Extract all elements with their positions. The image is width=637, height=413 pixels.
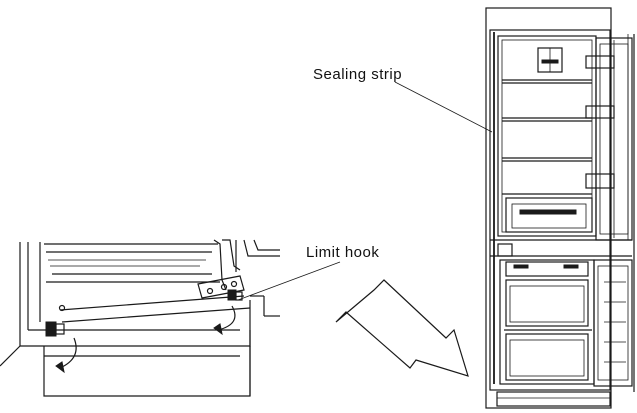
- freezer-drawer: [505, 279, 589, 327]
- limit-hook-label: Limit hook: [306, 244, 380, 261]
- bottom-plinth: [496, 391, 611, 407]
- fridge-compartment: [497, 35, 597, 237]
- limit-hook-left: [45, 321, 57, 337]
- hinge-detail-view: [0, 239, 280, 397]
- hinge-block: [497, 243, 513, 257]
- freezer-door: [593, 259, 633, 387]
- limit-hook-right: [227, 289, 237, 301]
- rotate-arrow-left: [59, 337, 77, 369]
- cabinet-inner-frame: [489, 29, 611, 391]
- hinge-plate: [197, 275, 245, 299]
- refrigerator: [485, 7, 635, 409]
- sealing-strip-leader: [394, 81, 493, 133]
- freezer-drawer: [505, 333, 589, 381]
- cabinet-outline: [485, 7, 612, 409]
- crisper-drawer: [505, 197, 593, 233]
- limit-hook-leader: [237, 261, 341, 301]
- sealing-strip-label: Sealing strip: [313, 66, 403, 83]
- freezer-top-drawer: [505, 261, 589, 277]
- rotate-arrow-right: [217, 305, 236, 331]
- detail-pointer-arrow: [335, 279, 469, 377]
